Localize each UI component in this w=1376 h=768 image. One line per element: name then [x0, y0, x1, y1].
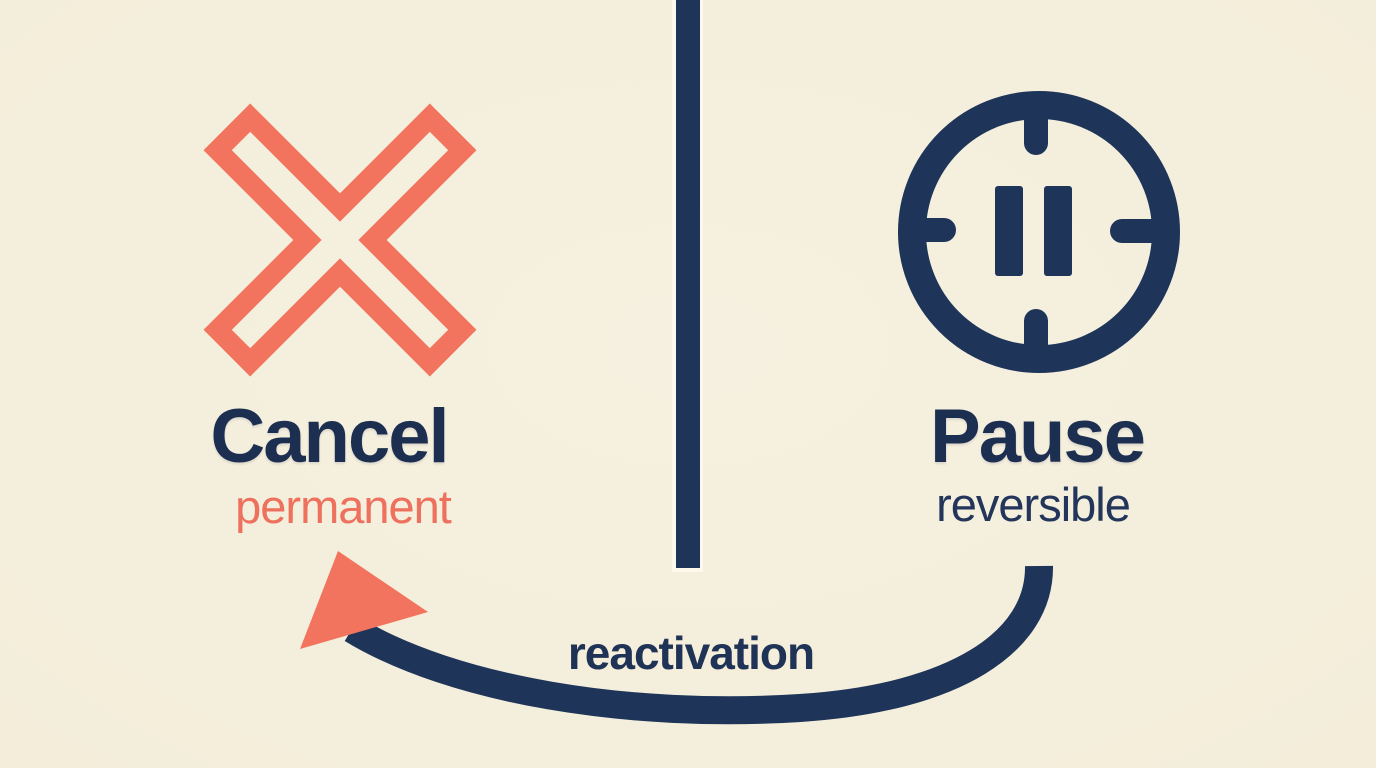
pause-bars	[995, 186, 1072, 276]
timer-ticks	[903, 102, 1164, 362]
reactivation-curve	[344, 565, 1054, 725]
pause-timer-icon	[898, 91, 1180, 373]
pause-title: Pause	[930, 394, 1146, 479]
x-cross-outline	[203, 103, 477, 377]
divider-line	[672, 0, 703, 572]
arrowhead-icon	[300, 551, 428, 649]
x-cross-icon	[203, 103, 477, 377]
cancel-subtitle: permanent	[235, 480, 452, 533]
cancel-title: Cancel	[210, 394, 449, 479]
divider-bar	[676, 0, 700, 568]
reactivation-label: reactivation	[567, 627, 815, 679]
pause-subtitle: reversible	[936, 478, 1131, 531]
